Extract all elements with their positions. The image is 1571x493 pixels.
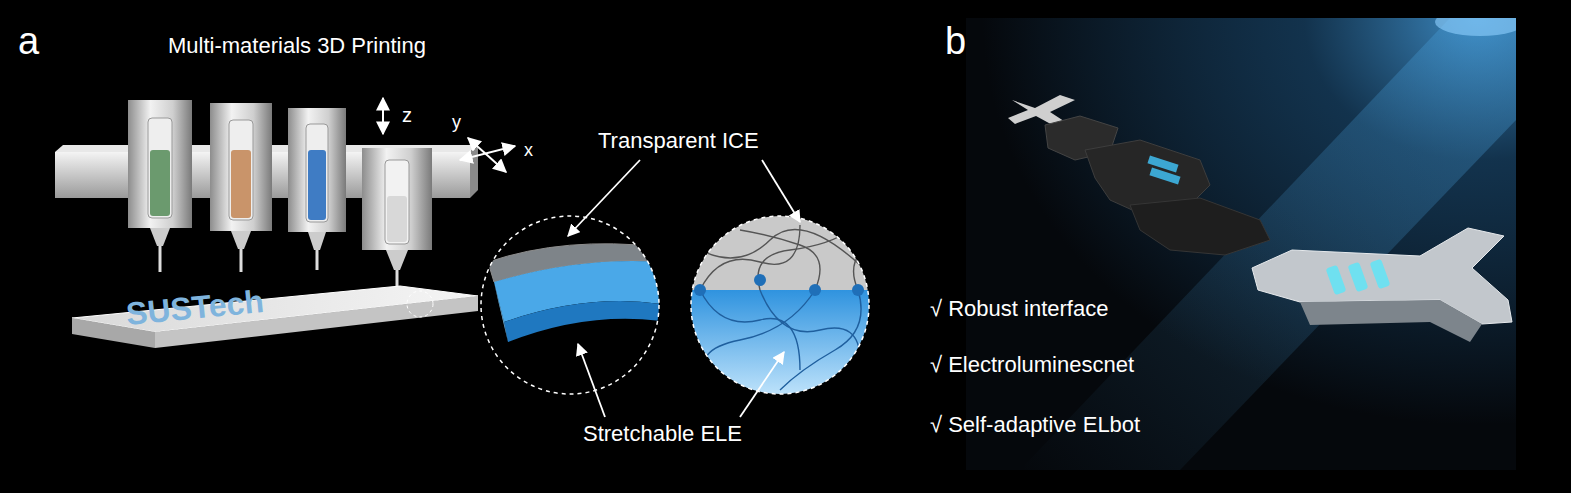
illustration-part xyxy=(694,284,706,296)
illustration-part xyxy=(150,228,170,246)
illustration-part xyxy=(316,250,319,270)
illustration-part xyxy=(1348,262,1369,292)
illustration-part xyxy=(494,282,508,342)
axis-label: z xyxy=(402,104,412,127)
illustration-part xyxy=(762,160,800,222)
illustration-part xyxy=(700,290,800,370)
slide-print: SUSTech xyxy=(124,283,265,333)
feature-item: √ Electroluminescnet xyxy=(930,352,1134,377)
illustration-part xyxy=(704,290,815,380)
illustration-part xyxy=(362,148,432,292)
panel-background xyxy=(966,18,1516,470)
illustration-part xyxy=(690,215,870,290)
illustration-part xyxy=(700,225,800,290)
feature-item: √ Robust interface xyxy=(930,296,1108,321)
illustration-part xyxy=(407,291,433,317)
zoom-network xyxy=(690,215,870,396)
illustration-part xyxy=(481,216,659,394)
illustration-part xyxy=(460,146,515,160)
illustration-part xyxy=(1020,18,1516,470)
illustration-part xyxy=(210,103,272,272)
panel-letter: a xyxy=(18,20,39,64)
illustration-part xyxy=(754,274,766,286)
illustration-part xyxy=(1130,198,1270,255)
panel-letter: b xyxy=(945,20,966,64)
illustration-part xyxy=(148,118,172,218)
illustration-part xyxy=(1326,265,1347,295)
illustration-part xyxy=(780,290,861,390)
axis-arrows xyxy=(383,98,515,172)
illustration-part xyxy=(382,98,384,134)
light-beam xyxy=(1020,18,1516,470)
axis-label: x xyxy=(524,140,533,161)
illustration-part xyxy=(760,290,860,360)
illustration-part xyxy=(690,290,870,396)
illustration-part xyxy=(128,100,192,228)
illustration-part xyxy=(386,250,408,270)
panel-title: Multi-materials 3D Printing xyxy=(168,33,426,58)
illustration-part xyxy=(470,145,478,198)
illustration-part xyxy=(385,160,409,244)
illustration-part xyxy=(288,108,346,270)
printheads xyxy=(128,100,432,292)
illustration-part xyxy=(128,100,192,272)
illustration-part xyxy=(210,103,272,231)
layer-label: Transparent ICE xyxy=(598,128,759,153)
illustration-part xyxy=(468,138,506,172)
illustration-part xyxy=(308,150,326,220)
illustration-part xyxy=(694,274,864,296)
illustration-part xyxy=(362,148,432,250)
illustration-part xyxy=(306,124,328,222)
illustration-part xyxy=(1326,259,1391,295)
illustration-part xyxy=(700,290,861,390)
illustration-part xyxy=(231,231,251,249)
feature-item: √ Self-adaptive ELbot xyxy=(930,412,1140,437)
illustration-part xyxy=(691,216,869,394)
illustration-part xyxy=(740,230,820,290)
illustration-part xyxy=(809,284,821,296)
illustration-part xyxy=(229,120,253,220)
illustration-part xyxy=(700,229,860,265)
illustration-part xyxy=(159,246,162,272)
axis-label: y xyxy=(452,112,461,133)
illustration-part xyxy=(288,108,346,232)
illustration-part xyxy=(1435,18,1516,36)
zoom-layers xyxy=(481,216,668,394)
illustration-part xyxy=(568,160,640,236)
illustration-part xyxy=(387,196,407,242)
illustration-part xyxy=(240,249,243,272)
illustration-part xyxy=(1300,300,1482,342)
illustration-part xyxy=(150,150,170,216)
illustration-part xyxy=(308,232,326,250)
illustration-part xyxy=(740,352,784,417)
illustration-part xyxy=(1149,168,1180,185)
illustration-part xyxy=(690,215,870,396)
leader-arrows xyxy=(568,160,800,417)
illustration-part xyxy=(854,245,870,290)
layer-label: Stretchable ELE xyxy=(583,421,742,446)
illustration-part xyxy=(504,301,668,342)
illustration-part xyxy=(852,284,864,296)
illustration-part xyxy=(578,344,605,417)
illustration-part xyxy=(488,244,668,342)
illustration-part xyxy=(1370,259,1391,289)
illustration-part xyxy=(231,150,251,218)
